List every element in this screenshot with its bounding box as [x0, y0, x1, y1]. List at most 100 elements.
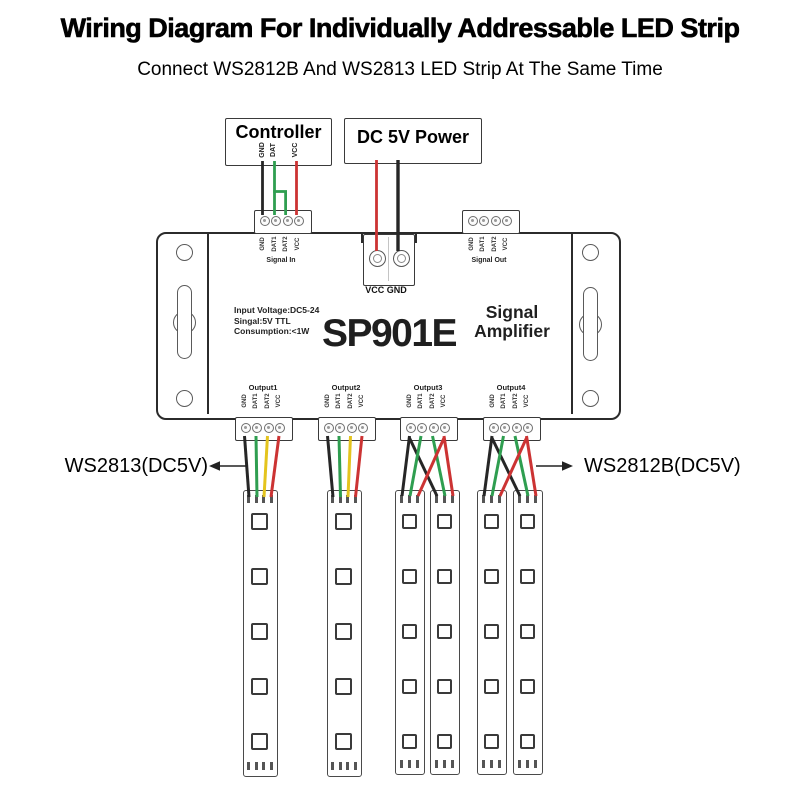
signal-in-pin-2: DAT1 [271, 236, 278, 252]
terminal-screw-vcc [368, 250, 386, 267]
solder-pad [400, 760, 403, 768]
output2-pin-3: DAT2 [347, 393, 354, 409]
wire-out4-vcc-b [525, 435, 538, 497]
led-chip [251, 567, 269, 585]
output2-pin-1: GND [324, 394, 331, 408]
solder-pad [518, 760, 521, 768]
wire-out2-dat1 [337, 435, 342, 498]
led-chip [335, 512, 353, 530]
connector-screw [417, 423, 427, 433]
role-line-1: Signal [485, 302, 539, 322]
led-chip [483, 678, 499, 694]
mount-hole [581, 389, 599, 407]
led-chip [519, 623, 535, 639]
ws2812b-arrowhead [562, 461, 573, 471]
led-chip [335, 567, 353, 585]
connector-screw [488, 423, 499, 433]
output4-pin-2: DAT1 [501, 393, 507, 409]
connector-screw [405, 423, 416, 433]
output3-connector [400, 417, 458, 441]
controller-label: Controller [235, 122, 322, 142]
solder-pad [338, 495, 342, 503]
solder-pad [408, 495, 411, 503]
ws2813-strip-2 [327, 490, 362, 777]
connector-screw [346, 423, 357, 433]
solder-pad [408, 760, 411, 768]
signal-in-label: Signal In [266, 257, 296, 264]
solder-pad [331, 762, 335, 770]
mount-hole [175, 389, 193, 407]
signal-in-connector [254, 210, 312, 234]
led-chip [483, 568, 499, 584]
right-bracket-line [570, 233, 573, 414]
led-chip [335, 677, 353, 695]
wire-out4-gnd-a [482, 435, 494, 497]
output1-pin-3: DAT2 [264, 393, 271, 409]
output4-pin-1: GND [489, 394, 496, 408]
connector-screw [282, 216, 293, 226]
output2-label: Output2 [331, 383, 361, 392]
solder-pad [254, 762, 258, 770]
connector-screw [294, 216, 304, 226]
led-chip [335, 732, 353, 750]
output2-pin-4: VCC [359, 394, 365, 408]
spec-line-2: Singal:5V TTL [234, 315, 291, 326]
solder-pad [262, 495, 266, 503]
solder-pad [534, 495, 537, 503]
spec-line-1: Input Voltage:DC5-24 [234, 305, 320, 315]
signal-out-pin-1: GND [468, 237, 475, 251]
signal-out-pin-4: VCC [503, 237, 509, 251]
controller-pin-gnd: GND [259, 142, 266, 158]
connector-screw [335, 423, 345, 433]
solder-pad [254, 495, 258, 503]
wire-out3-vcc-a [416, 437, 446, 497]
led-chip [401, 623, 417, 639]
signal-out-label: Signal Out [471, 257, 507, 264]
mount-hole [175, 243, 193, 261]
led-chip [519, 678, 535, 694]
page-title: Wiring Diagram For Individually Addressa… [60, 13, 740, 44]
output1-pin-1: GND [241, 394, 248, 408]
notch-edge [360, 232, 363, 243]
output4-pin-4: VCC [524, 394, 530, 408]
signal-in-pin-4: VCC [294, 237, 301, 251]
solder-pad [435, 495, 438, 503]
connector-screw [490, 216, 501, 226]
ws2812b-strip-3 [477, 490, 507, 775]
led-chip [251, 512, 269, 530]
led-chip [436, 513, 452, 529]
solder-pad [443, 760, 446, 768]
led-chip [251, 732, 269, 750]
solder-pad [269, 762, 273, 770]
device-role: Signal Amplifier [464, 303, 560, 341]
connector-screw [502, 216, 512, 226]
signal-out-pin-2: DAT1 [480, 236, 486, 252]
output2-pin-2: DAT1 [336, 393, 342, 409]
keyhole-slot [176, 285, 192, 359]
solder-pad [353, 495, 357, 503]
output2-connector [318, 417, 376, 441]
signal-in-pin-1: GND [260, 237, 266, 251]
output4-pin-3: DAT2 [512, 393, 519, 409]
device-model: SP901E [321, 312, 458, 355]
output3-pin-3: DAT2 [429, 393, 436, 409]
solder-pad [346, 762, 350, 770]
wire-out1-dat2 [262, 435, 269, 498]
led-chip [401, 733, 417, 749]
wire-out4-vcc-a [498, 437, 528, 497]
wire-out4-dat1 [490, 435, 505, 497]
connector-screw [263, 423, 274, 433]
power-box: DC 5V Power [344, 118, 482, 164]
solder-pad [331, 495, 335, 503]
ws2813-label: WS2813(DC5V) [64, 455, 208, 477]
connector-screw [358, 423, 368, 433]
connector-screw [523, 423, 533, 433]
led-chip [483, 623, 499, 639]
keyhole-slot [582, 287, 598, 361]
solder-pad [346, 495, 350, 503]
wire-out2-gnd [326, 435, 335, 498]
led-chip [519, 733, 535, 749]
solder-pad [482, 760, 485, 768]
terminal-screw-gnd [392, 250, 410, 267]
